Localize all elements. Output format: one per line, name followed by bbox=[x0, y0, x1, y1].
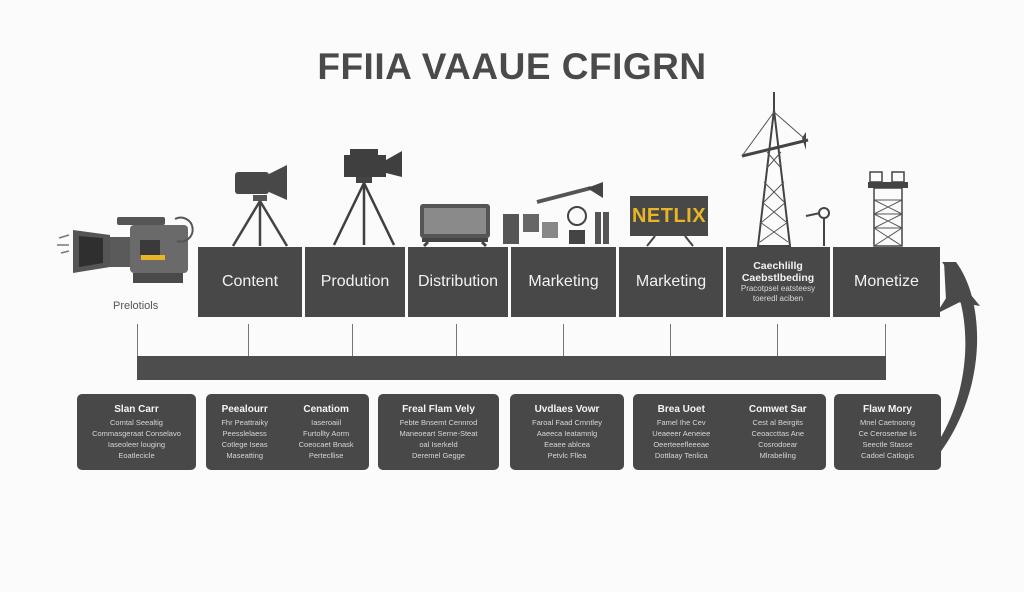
card-line: oal Iserkeld bbox=[419, 440, 458, 449]
stage-label: Content bbox=[221, 273, 279, 290]
card-line: Cosrodoear bbox=[758, 440, 798, 449]
card-line: Maneoeart Serne-Steat bbox=[399, 429, 478, 438]
broadcast-tower-icon bbox=[741, 92, 830, 247]
card-line: Comtal Seealtig bbox=[110, 418, 163, 427]
stage-content: Content bbox=[198, 247, 302, 317]
left-caption: Prelotiols bbox=[113, 300, 159, 312]
card-line: Oeerteeefleeeae bbox=[653, 440, 710, 449]
card-line: Mnel Caetnoong bbox=[859, 418, 916, 427]
video-camera-tripod-icon bbox=[332, 149, 402, 246]
card-line: Seectle Stasse bbox=[862, 440, 913, 449]
card-column: Comwet Sar Cest al Beirgits Ceoaccttas A… bbox=[749, 403, 807, 461]
detail-card: Slan Carr Comtal Seealtig Commasgeraat C… bbox=[77, 394, 196, 470]
card-line: Ueaeeer Aeneiee bbox=[652, 429, 711, 438]
card-line: Famel Ihe Cev bbox=[656, 418, 706, 427]
card-column: Uvdlaes Vowr Faroal Faad Cmntley Aaeeca … bbox=[532, 403, 602, 461]
stage-distribution: Distribution bbox=[408, 247, 508, 317]
stage-coaching: Caechlillg Caebstlbeding Pracotpsel eats… bbox=[726, 247, 830, 317]
card-line: Coeocaet Bnask bbox=[298, 440, 354, 449]
card-line: Pertecllise bbox=[308, 451, 344, 460]
diagram-title: FFIIA VAAUE CFIGRN bbox=[317, 46, 707, 87]
tv-stand-icon bbox=[646, 235, 694, 247]
card-line: Dottlaay Tenlica bbox=[654, 451, 708, 460]
stage-production: Prodution bbox=[305, 247, 405, 317]
card-line: Petvlc Fllea bbox=[547, 451, 587, 460]
card-heading: Peealourr bbox=[221, 404, 268, 415]
timeline-tick bbox=[456, 324, 457, 356]
card-heading: Flaw Mory bbox=[863, 404, 912, 415]
card-heading: Slan Carr bbox=[114, 404, 159, 415]
computers-megaphone-icon bbox=[503, 182, 609, 244]
stage-label: Marketing bbox=[528, 273, 599, 290]
card-line: Commasgeraat Conselavo bbox=[92, 429, 181, 438]
stage-monetize: Monetize bbox=[833, 247, 940, 317]
netflix-tv-text: NETLIX bbox=[631, 204, 707, 227]
card-heading: Uvdlaes Vowr bbox=[534, 404, 600, 415]
stage-marketing-1: Marketing bbox=[511, 247, 616, 317]
card-line: Peesslelaess bbox=[222, 429, 267, 438]
cycle-arrow-icon bbox=[930, 262, 980, 458]
card-line: Cest al Beirgits bbox=[752, 418, 803, 427]
card-line: Maseatting bbox=[226, 451, 263, 460]
card-column: Slan Carr Comtal Seealtig Commasgeraat C… bbox=[92, 403, 181, 461]
timeline-bar bbox=[137, 356, 886, 380]
card-line: Deremel Gegge bbox=[412, 451, 465, 460]
card-line: Mlrabelilng bbox=[759, 451, 796, 460]
stage-label: Marketing bbox=[635, 273, 707, 290]
card-line: Iaseroaiil bbox=[311, 418, 342, 427]
stage-label: Distribution bbox=[417, 273, 499, 290]
card-line: Furtollty Aorm bbox=[303, 429, 350, 438]
card-line: Cadoel Catlogis bbox=[861, 451, 914, 460]
timeline-tick bbox=[885, 324, 886, 356]
timeline-tick bbox=[777, 324, 778, 356]
card-heading: Brea Uoet bbox=[657, 404, 705, 415]
stage-label: Prodution bbox=[320, 273, 390, 290]
detail-card: Uvdlaes Vowr Faroal Faad Cmntley Aaeeca … bbox=[510, 394, 624, 470]
stage-label: Caechlillg bbox=[753, 260, 803, 272]
detail-card: Brea Uoet Famel Ihe Cev Ueaeeer Aeneiee … bbox=[633, 394, 826, 470]
detail-card: Flaw Mory Mnel Caetnoong Ce Cerosertae l… bbox=[834, 394, 941, 470]
stage-label-line4: toeredl aciben bbox=[752, 294, 804, 303]
stage-label: Monetize bbox=[854, 273, 919, 290]
camera-on-tripod-icon bbox=[231, 165, 289, 247]
timeline-tick bbox=[352, 324, 353, 356]
timeline-tick bbox=[137, 324, 138, 356]
card-line: Iaseoleer louging bbox=[107, 440, 166, 449]
timeline-tick bbox=[248, 324, 249, 356]
card-heading: Cenatiom bbox=[303, 404, 349, 415]
card-line: Ce Cerosertae lis bbox=[858, 429, 917, 438]
card-column: Flaw Mory Mnel Caetnoong Ce Cerosertae l… bbox=[859, 403, 917, 461]
detail-card: Peealourr Fhr Peattraiky Peesslelaess Co… bbox=[206, 394, 369, 470]
card-line: Ceoaccttas Ane bbox=[751, 429, 805, 438]
stage-marketing-2: Marketing bbox=[619, 247, 723, 317]
card-line: Faroal Faad Cmntley bbox=[531, 418, 603, 427]
card-line: Aaeeca Ieatamnlg bbox=[536, 429, 598, 438]
stage-label-line2: Caebstlbeding bbox=[741, 272, 815, 284]
detail-card: Freal Flam Vely Febte Bnsemt Cennrod Man… bbox=[378, 394, 499, 470]
card-heading: Comwet Sar bbox=[748, 404, 807, 415]
timeline-tick bbox=[563, 324, 564, 356]
stage-label-line3: Pracotpsel eatsteesy bbox=[740, 284, 816, 293]
card-line: Eeaee ablcea bbox=[544, 440, 590, 449]
timeline-tick bbox=[670, 324, 671, 356]
card-column: Brea Uoet Famel Ihe Cev Ueaeeer Aeneiee … bbox=[652, 403, 710, 461]
card-heading: Freal Flam Vely bbox=[402, 404, 475, 415]
card-line: Eoatlecicle bbox=[118, 451, 155, 460]
monitor-icon bbox=[420, 204, 490, 248]
lattice-tower-icon bbox=[868, 171, 908, 247]
card-line: Febte Bnsemt Cennrod bbox=[399, 418, 478, 427]
card-line: Cotlege Iseas bbox=[221, 440, 268, 449]
card-column: Freal Flam Vely Febte Bnsemt Cennrod Man… bbox=[400, 403, 478, 461]
card-column: Peealourr Fhr Peattraiky Peesslelaess Co… bbox=[221, 403, 268, 461]
cinema-camera-icon bbox=[57, 216, 194, 283]
netflix-tv-icon: NETLIX bbox=[630, 196, 708, 236]
card-line: Fhr Peattraiky bbox=[221, 418, 268, 427]
card-column: Cenatiom Iaseroaiil Furtollty Aorm Coeoc… bbox=[299, 403, 354, 461]
